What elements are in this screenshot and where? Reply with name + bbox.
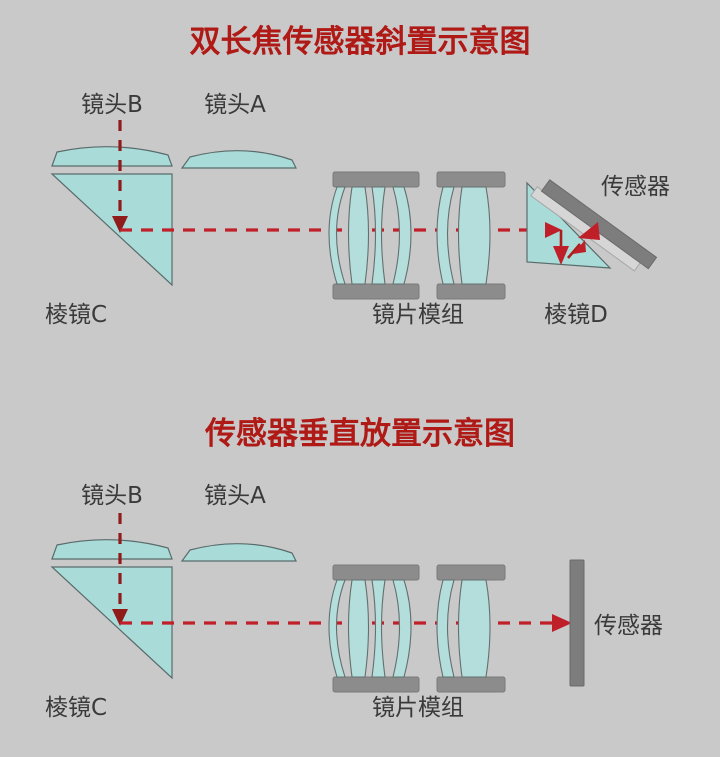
lens-module-group2-bottom-plate-1 [436,283,506,300]
lens-module-element-1c [371,186,386,285]
diagram-vertical-sensor: 传感器垂直放置示意图 镜头B 镜头A 传感器 棱镜C [45,416,663,721]
prism-d-arrow-down-1 [553,246,569,265]
label-sensor-1: 传感器 [601,174,670,200]
label-lens-module-2: 镜片模组 [372,695,464,721]
lens-module-group1-top-plate-2 [332,564,420,581]
ray-vertical-arrowhead-1 [112,216,128,233]
label-lens-b-2: 镜头B [81,483,143,509]
diagram-tilted-sensor: 双长焦传感器斜置示意图 镜头B 镜头A [45,24,670,328]
lens-module-element-3d [392,579,412,678]
lens-module-element-4b [457,579,491,678]
diagram-title-1: 双长焦传感器斜置示意图 [190,24,531,60]
ray-horizontal-arrowhead-2 [552,614,572,632]
lens-module-element-4a [436,579,455,678]
lens-module-element-1d [392,186,412,285]
lens-module-element-1a [328,186,346,285]
sensor-bar-2 [569,559,585,687]
lens-module-group1-top-plate-1 [332,171,420,188]
label-prism-c-2: 棱镜C [45,695,107,721]
lens-module-element-3a [328,579,346,678]
lens-module-group1-bottom-plate-1 [332,283,420,300]
prism-d-arrow-diagonal-1 [573,240,586,254]
lens-module-group2-top-plate-1 [436,171,506,188]
lens-module-group1-bottom-plate-2 [332,676,420,693]
prism-d-arrow-to-sensor-1 [578,222,600,240]
label-prism-c-1: 棱镜C [45,302,107,328]
lens-b-element-2 [51,539,173,560]
lens-module-element-3c [371,579,386,678]
label-lens-a-1: 镜头A [204,92,266,118]
label-lens-b-1: 镜头B [81,92,143,118]
prism-d-ray-diagonal-1 [567,243,581,259]
lens-a-element-1 [180,150,297,169]
ray-vertical-arrowhead-2 [112,609,128,626]
lens-a-element-2 [180,543,297,562]
lens-module-element-3b [347,579,370,678]
lens-module-group2-bottom-plate-2 [436,676,506,693]
lens-module-group2-top-plate-2 [436,564,506,581]
lens-b-element-1 [51,146,173,167]
label-prism-d-1: 棱镜D [544,302,608,328]
prism-d-arrow-incoming-1 [545,222,562,238]
diagram-title-2: 传感器垂直放置示意图 [204,416,515,452]
lens-module-element-2b [457,186,491,285]
label-sensor-2: 传感器 [594,613,663,639]
lens-module-element-1b [347,186,370,285]
label-lens-a-2: 镜头A [204,483,266,509]
lens-module-element-2a [436,186,455,285]
label-lens-module-1: 镜片模组 [372,302,464,328]
